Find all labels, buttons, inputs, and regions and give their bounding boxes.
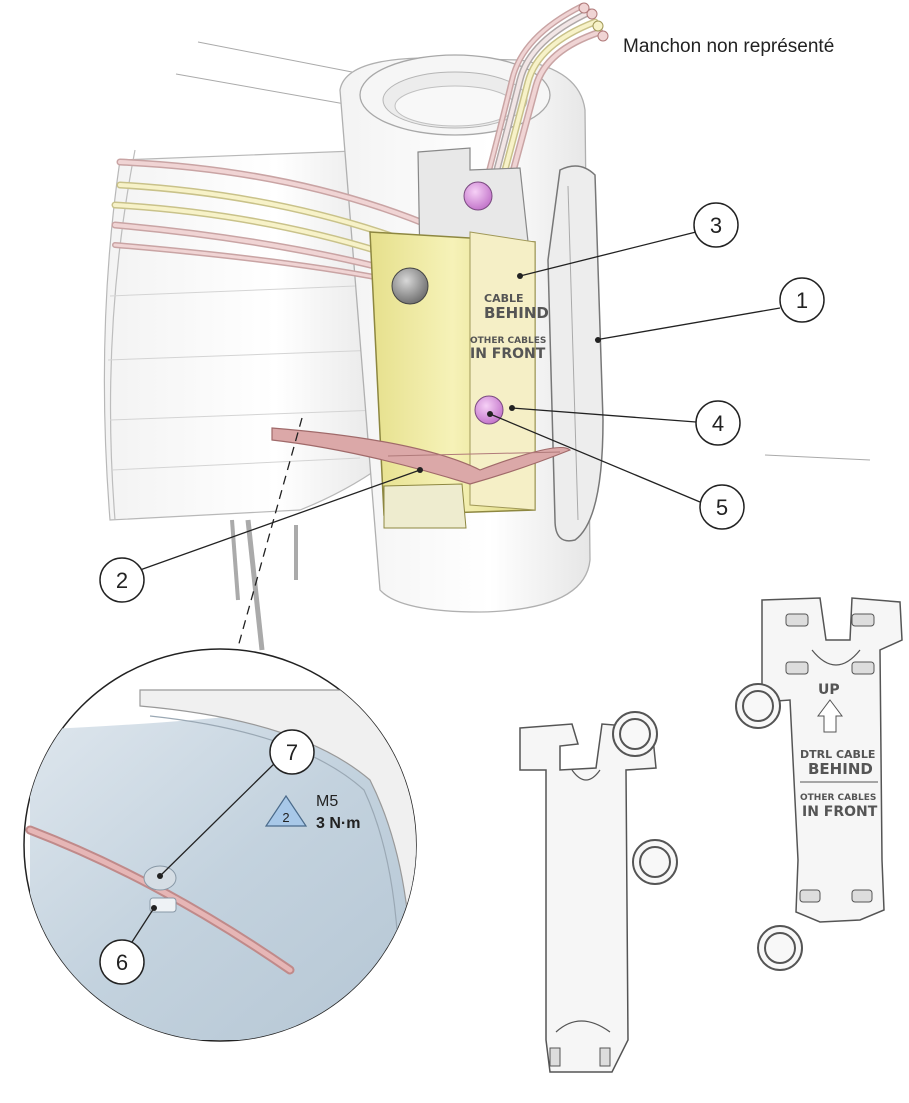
bracket-text-up: UP: [818, 682, 840, 698]
main-assembly: CABLE BEHIND OTHER CABLES IN FRONT: [103, 2, 871, 651]
callout-1: 1: [594, 277, 825, 343]
up-arrow-icon: [817, 699, 843, 733]
svg-text:4: 4: [712, 411, 724, 436]
svg-text:1: 1: [796, 288, 808, 313]
svg-text:2: 2: [282, 810, 289, 825]
callout-2: 2: [99, 467, 423, 603]
callout-5: 5: [487, 411, 745, 530]
bracket-back-view: [519, 723, 657, 1073]
callout-4: 4: [509, 400, 741, 446]
bracket-text-other: OTHER CABLES: [800, 793, 876, 803]
svg-text:5: 5: [716, 495, 728, 520]
callout-3: 3: [517, 202, 739, 279]
note-sleeve-not-shown: Manchon non représenté: [623, 36, 835, 57]
svg-text:3 N·m: 3 N·m: [316, 815, 360, 832]
svg-text:2: 2: [116, 568, 128, 593]
bracket-text-behind: BEHIND: [484, 304, 549, 322]
bracket-text-dtrl-behind: BEHIND: [808, 760, 873, 778]
svg-text:M5: M5: [316, 793, 338, 810]
bracket-text-in-front: IN FRONT: [470, 346, 546, 362]
bracket-text-other-cables: OTHER CABLES: [470, 336, 546, 346]
bracket-text-front: IN FRONT: [802, 804, 878, 820]
callout-6: 6: [99, 905, 157, 985]
step-triangle-icon: [264, 794, 308, 827]
svg-text:3: 3: [710, 213, 722, 238]
snap-ring-icon: [612, 683, 803, 971]
bracket-text-cable: CABLE: [484, 292, 524, 305]
detail-leader: [225, 417, 303, 691]
detail-view: 7 6 2 M5 3 N·m: [23, 648, 417, 1042]
bracket-front-view: UP DTRL CABLE BEHIND OTHER CABLES IN FRO…: [761, 597, 903, 923]
bracket-text-dtrl: DTRL CABLE: [800, 748, 875, 761]
callout-7: 7: [157, 729, 315, 879]
svg-text:7: 7: [286, 740, 298, 765]
svg-text:6: 6: [116, 950, 128, 975]
torque-spec: 2 M5 3 N·m: [264, 793, 360, 832]
